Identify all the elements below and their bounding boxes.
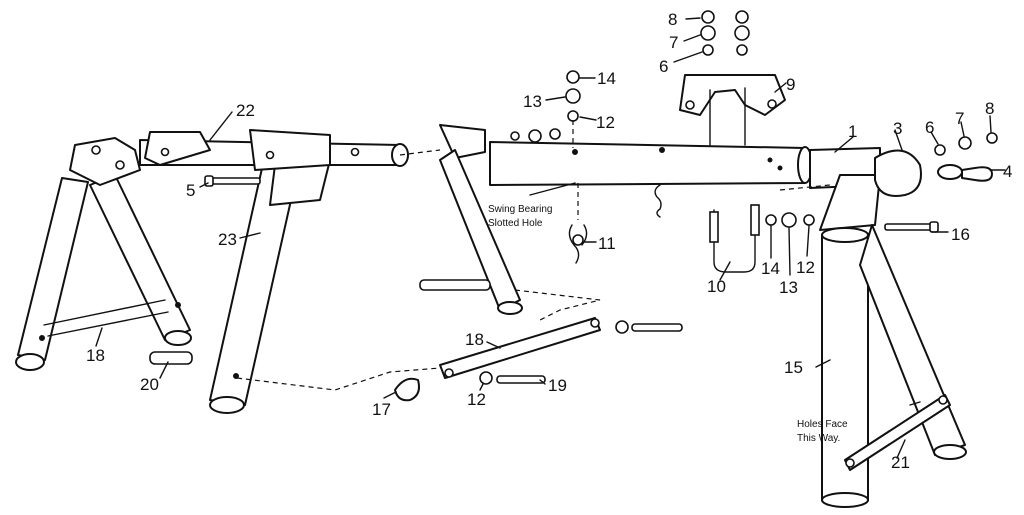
- callout-22: 22: [236, 101, 255, 120]
- callout-14b: 14: [761, 259, 780, 278]
- callout-11: 11: [598, 234, 616, 253]
- u-bolt-10: [709, 204, 760, 273]
- swing-hook-11: [568, 183, 588, 264]
- callout-16: 16: [951, 225, 970, 244]
- top-bracket-9: [679, 10, 786, 146]
- callout-8a: 8: [668, 10, 677, 29]
- callout-1: 1: [848, 122, 857, 141]
- callout-14a: 14: [597, 69, 616, 88]
- callout-18b: 18: [465, 330, 484, 349]
- callout-3: 3: [893, 119, 902, 138]
- callout-12b: 12: [796, 258, 815, 277]
- callout-9: 9: [786, 75, 795, 94]
- top-left-beam: [139, 129, 409, 171]
- leader-lines: [95, 17, 1006, 459]
- callout-7b: 7: [955, 109, 964, 128]
- bolt-5: [204, 175, 261, 187]
- callout-13b: 13: [779, 278, 798, 297]
- lower-center-parts: [149, 149, 831, 402]
- callout-4: 4: [1003, 162, 1012, 181]
- callout-17: 17: [372, 400, 391, 419]
- callout-20: 20: [140, 375, 159, 394]
- note-swing-bearing: Swing Bearing: [488, 204, 552, 215]
- left-a-frame: [15, 137, 192, 371]
- callout-labels: 1 3 4 5 6 6 7 7 8 8 9 10 11 12 12 12 13 …: [86, 10, 1012, 472]
- callout-10: 10: [707, 277, 726, 296]
- callout-13a: 13: [523, 92, 542, 111]
- hardware-stack-upper: [565, 70, 581, 148]
- callout-6b: 6: [925, 118, 934, 137]
- note-holes-face: Holes Face: [797, 419, 848, 430]
- callout-5: 5: [186, 181, 195, 200]
- callout-23: 23: [218, 230, 237, 249]
- notes: Swing Bearing Slotted Hole Holes Face Th…: [488, 204, 848, 444]
- callout-19: 19: [548, 376, 567, 395]
- callout-8b: 8: [985, 99, 994, 118]
- callout-6a: 6: [659, 57, 668, 76]
- callout-15: 15: [784, 358, 803, 377]
- right-end-assembly: [809, 132, 998, 233]
- note-slotted-hole: Slotted Hole: [488, 218, 543, 229]
- hardware-stack-lower: [765, 212, 815, 228]
- callout-12c: 12: [467, 390, 486, 409]
- right-a-frame: [821, 224, 967, 508]
- center-left-a-frame: [209, 154, 331, 414]
- callout-21: 21: [891, 453, 910, 472]
- callout-18a: 18: [86, 346, 105, 365]
- callout-12a: 12: [596, 113, 615, 132]
- callout-7a: 7: [669, 33, 678, 52]
- middle-beam: [439, 124, 813, 315]
- note-this-way: This Way.: [797, 433, 840, 444]
